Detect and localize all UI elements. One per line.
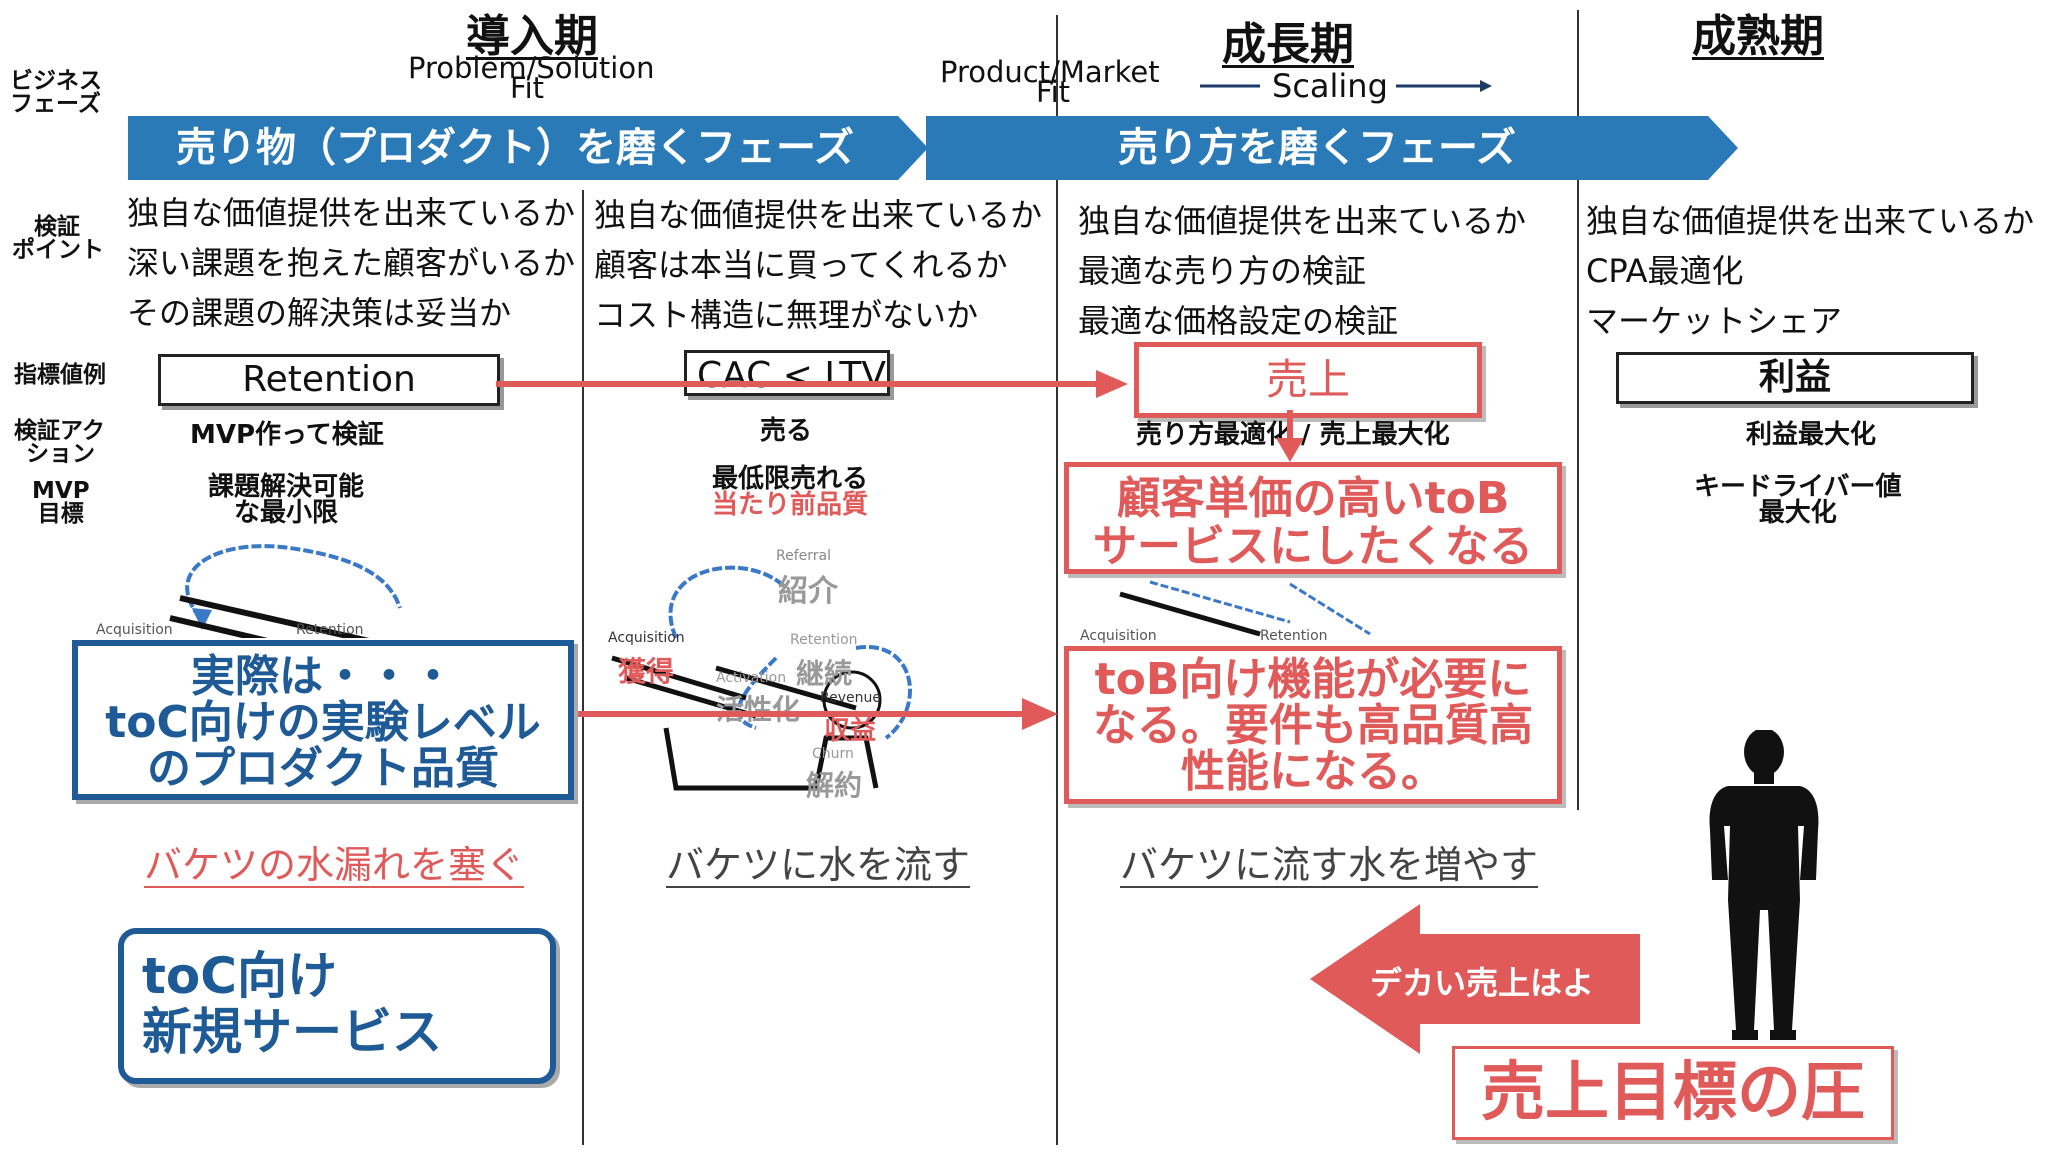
divider-2 (1056, 15, 1058, 1145)
funnel2-retention-jp: 継続 (796, 657, 853, 690)
phase-sub-pmf: Product/Market (940, 55, 1160, 89)
phase-title-growth: 成長期 (1222, 19, 1354, 70)
metric-sales: 売上 (1134, 342, 1482, 418)
funnel1-acquisition: Acquisition (96, 622, 173, 638)
row-label-metric: 指標値例 (14, 362, 106, 388)
divider-3 (1577, 10, 1579, 810)
mvp-col4: キードライバー値最大化 (1694, 472, 1902, 528)
arrow-sales-down (1276, 410, 1304, 462)
row-label-action: 検証アクション (14, 418, 105, 467)
bucket-col2: バケツに水を流す (666, 843, 971, 887)
row-label-business-phase: ビジネスフェーズ (10, 68, 102, 117)
scaling-label: Scaling (1272, 67, 1388, 105)
funnel-diagram-col2 (611, 565, 912, 791)
metric-cac-ltv: CAC < LTV (684, 350, 890, 396)
funnel3-acquisition: Acquisition (1080, 628, 1157, 644)
phase-sub2-pmf: Fit (1036, 75, 1070, 109)
funnel2-retention: Retention (790, 632, 858, 648)
person-silhouette (1709, 730, 1819, 1040)
funnel-diagram-col3 (1119, 580, 1371, 637)
scaling-arrow (1200, 80, 1492, 92)
funnel2-acquisition-jp: 獲得 (618, 655, 675, 688)
metric-profit: 利益 (1616, 352, 1974, 404)
bucket-col1: バケツの水漏れを塞ぐ (144, 843, 525, 887)
funnel2-referral: Referral (776, 548, 831, 564)
big-sales-label: デカい売上はよ (1370, 964, 1595, 1002)
metric-retention: Retention (158, 354, 500, 406)
banner-left (128, 116, 928, 180)
callout-sales-pressure: 売上目標の圧 (1452, 1046, 1894, 1140)
points-col1: 独自な価値提供を出来ているか深い課題を抱えた顧客がいるかその課題の解決策は妥当か (127, 194, 576, 332)
action-col1: MVP作って検証 (190, 420, 384, 450)
callout-toc-quality: 実際は・・・toC向けの実験レベルのプロダクト品質 (72, 640, 574, 800)
funnel2-revenue: Revenue (820, 690, 881, 706)
points-col2: 独自な価値提供を出来ているか顧客は本当に買ってくれるかコスト構造に無理がないか (594, 196, 1043, 334)
mvp-col2: 最低限売れる当たり前品質 (712, 464, 869, 520)
arrow-retention-to-sales (496, 370, 1128, 398)
phase-sub2-intro: Fit (510, 71, 544, 105)
action-col4: 利益最大化 (1746, 420, 1877, 450)
callout-tob-features: toB向け機能が必要になる。要件も高品質高性能になる。 (1064, 646, 1562, 804)
banner-right (926, 116, 1738, 180)
funnel1-retention: Retention (296, 622, 364, 638)
funnel3-retention: Retention (1260, 628, 1328, 644)
funnel2-acquisition: Acquisition (608, 630, 685, 646)
row-label-verification-point: 検証ポイント (12, 214, 104, 263)
funnel-diagram-col1 (169, 544, 402, 638)
arrow-toc-to-tob (578, 698, 1058, 730)
funnel2-churn: Churn (812, 746, 854, 762)
phase-sub-intro: Problem/Solution (408, 51, 655, 85)
funnel2-activation-jp: 活性化 (716, 693, 801, 726)
action-col2: 売る (760, 416, 813, 446)
banner-right-label: 売り方を磨くフェーズ (1118, 125, 1516, 171)
funnel2-activation: Activation (716, 670, 787, 686)
funnel2-referral-jp: 紹介 (778, 574, 838, 609)
divider-1 (582, 190, 584, 1145)
banner-left-label: 売り物（プロダクト）を磨くフェーズ (176, 125, 854, 171)
phase-title-mature: 成熟期 (1692, 11, 1824, 62)
bucket-col3: バケツに流す水を増やす (1120, 843, 1539, 887)
funnel2-revenue-jp: 収益 (824, 716, 877, 746)
mvp-col1: 課題解決可能な最小限 (208, 472, 365, 528)
funnel2-churn-jp: 解約 (806, 769, 863, 802)
big-sales-arrow (1310, 904, 1640, 1054)
phase-title-intro: 導入期 (466, 11, 598, 62)
points-col3: 独自な価値提供を出来ているか最適な売り方の検証最適な価格設定の検証 (1078, 202, 1527, 340)
callout-toc-new-service: toC向け新規サービス (118, 928, 556, 1084)
